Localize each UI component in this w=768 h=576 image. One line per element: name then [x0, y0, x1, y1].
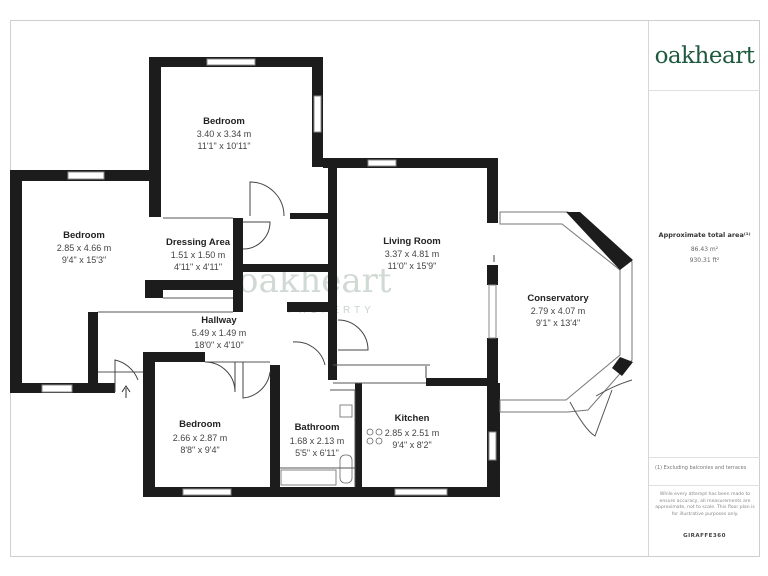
- disclaimer: While every attempt has been made to ens…: [655, 492, 755, 517]
- room-metric: 5.49 x 1.49 m: [192, 328, 247, 338]
- hob-ring: [366, 437, 374, 445]
- room-conservatory: Conservatory 2.79 x 4.07 m 9'1" x 13'4": [527, 293, 589, 328]
- room-metric: 2.85 x 4.66 m: [57, 243, 112, 253]
- conservatory-structure: [499, 211, 633, 437]
- entrance-arrow: [121, 385, 131, 398]
- room-hallway: Hallway 5.49 x 1.49 m 18'0" x 4'10": [192, 315, 247, 350]
- area-imperial: 930.31 ft²: [689, 257, 720, 264]
- divider: [649, 90, 760, 91]
- bathtub: [280, 469, 337, 486]
- room-metric: 1.51 x 1.50 m: [171, 250, 226, 260]
- room-name: Kitchen: [395, 413, 430, 424]
- area-title: Approximate total area⁽¹⁾: [658, 231, 751, 239]
- room-imperial: 9'4" x 15'3": [62, 255, 106, 265]
- thin-walls: [98, 217, 430, 487]
- room-name: Dressing Area: [166, 237, 231, 248]
- room-bathroom: Bathroom 1.68 x 2.13 m 5'5" x 6'11": [290, 422, 345, 458]
- room-name: Bedroom: [63, 230, 105, 241]
- divider: [649, 485, 760, 486]
- credit: GIRAFFE360: [683, 533, 726, 539]
- hob-ring: [366, 428, 374, 436]
- info-sidebar: oakheart Approximate total area⁽¹⁾ 86.43…: [648, 21, 760, 556]
- brand-logo: oakheart: [654, 43, 755, 69]
- room-bedroom-bottom: Bedroom 2.66 x 2.87 m 8'8" x 9'4": [173, 419, 228, 455]
- room-imperial: 4'11" x 4'11": [174, 262, 222, 272]
- doors: [114, 181, 495, 399]
- footnote: (1) Excluding balconies and terraces: [655, 465, 747, 471]
- room-name: Bedroom: [179, 419, 221, 430]
- room-imperial: 5'5" x 6'11": [295, 448, 339, 458]
- room-metric: 2.66 x 2.87 m: [173, 433, 228, 443]
- windows: [41, 58, 497, 496]
- room-imperial: 8'8" x 9'4": [180, 445, 219, 455]
- room-imperial: 11'0" x 15'9": [388, 261, 437, 271]
- basin: [339, 404, 353, 418]
- room-bedroom-left: Bedroom 2.85 x 4.66 m 9'4" x 15'3": [57, 230, 112, 265]
- room-name: Conservatory: [527, 293, 589, 304]
- room-name: Bedroom: [203, 116, 245, 127]
- room-imperial: 11'1" x 10'11": [197, 141, 250, 151]
- room-metric: 3.40 x 3.34 m: [197, 129, 252, 139]
- toilet: [339, 454, 353, 484]
- room-name: Bathroom: [295, 422, 340, 433]
- room-metric: 2.85 x 2.51 m: [385, 428, 440, 438]
- hob-ring: [375, 437, 383, 445]
- room-metric: 3.37 x 4.81 m: [385, 249, 440, 259]
- room-kitchen: Kitchen 2.85 x 2.51 m 9'4" x 8'2": [385, 413, 440, 450]
- room-name: Hallway: [201, 315, 237, 326]
- divider: [649, 457, 760, 458]
- hob-ring: [375, 428, 383, 436]
- room-metric: 1.68 x 2.13 m: [290, 436, 345, 446]
- room-dressing-area: Dressing Area 1.51 x 1.50 m 4'11" x 4'11…: [166, 237, 231, 272]
- room-imperial: 9'1" x 13'4": [536, 318, 580, 328]
- room-living-room: Living Room 3.37 x 4.81 m 11'0" x 15'9": [383, 236, 441, 271]
- room-metric: 2.79 x 4.07 m: [531, 306, 586, 316]
- room-imperial: 9'4" x 8'2": [392, 440, 431, 450]
- fixtures: [280, 404, 383, 486]
- room-imperial: 18'0" x 4'10": [194, 340, 243, 350]
- area-metric: 86.43 m²: [690, 246, 719, 253]
- room-bedroom-top: Bedroom 3.40 x 3.34 m 11'1" x 10'11": [197, 116, 252, 151]
- room-name: Living Room: [383, 236, 441, 247]
